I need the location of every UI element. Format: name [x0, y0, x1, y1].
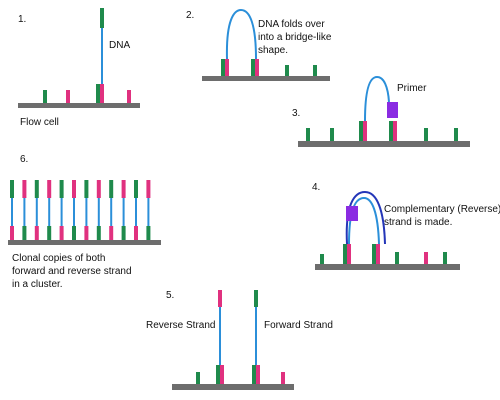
green-adapter — [320, 254, 324, 264]
green-adapter — [216, 365, 220, 384]
pink-adapter — [424, 252, 428, 264]
green-adapter — [389, 121, 393, 141]
pink-adapter — [393, 121, 397, 141]
flow-cell-slide — [315, 264, 460, 270]
strand-base-adapter — [72, 226, 76, 240]
green-adapter — [252, 365, 256, 384]
green-adapter — [424, 128, 428, 141]
green-adapter — [395, 252, 399, 264]
pink-strand-end — [218, 290, 222, 307]
primer-block — [387, 102, 398, 118]
pink-adapter — [225, 59, 229, 76]
flow-cell-slide — [172, 384, 294, 390]
dna-label: DNA — [109, 40, 130, 51]
green-adapter — [43, 90, 47, 103]
step-1: 1. DNA Flow cell — [18, 8, 140, 128]
step-6: 6. Clonal copies of both forward and rev… — [8, 154, 161, 290]
strand-top-cap — [121, 180, 126, 198]
strand-base-adapter — [47, 226, 52, 240]
strand-top-cap — [84, 180, 89, 198]
strand-base-adapter — [134, 226, 138, 240]
strand-base-adapter — [34, 226, 39, 240]
strand-top-cap — [10, 180, 14, 198]
strand-base-adapter — [84, 226, 89, 240]
green-adapter — [285, 65, 289, 76]
green-adapter — [330, 128, 334, 141]
strand-top-cap — [34, 180, 39, 198]
strand-top-cap — [22, 180, 27, 198]
strand-base-adapter — [109, 226, 114, 240]
strand-base-adapter — [10, 226, 14, 240]
step-2-caption-line-3: shape. — [258, 45, 288, 56]
green-strand-end — [100, 8, 104, 28]
flow-cell-slide — [18, 103, 140, 108]
green-strand-end — [254, 290, 258, 307]
strand-base-adapter — [121, 226, 126, 240]
flow-cell-slide — [8, 240, 161, 245]
forward-strand-label: Forward Strand — [264, 320, 333, 331]
step-6-caption-line-1: Clonal copies of both — [12, 253, 105, 264]
step-2-caption-line-1: DNA folds over — [258, 19, 325, 30]
strand-top-cap — [47, 180, 52, 198]
pink-adapter — [281, 372, 285, 384]
green-adapter — [96, 84, 100, 103]
green-adapter — [372, 244, 376, 264]
clonal-cluster — [10, 180, 151, 240]
flow-cell-label: Flow cell — [20, 117, 59, 128]
green-adapter — [251, 59, 255, 76]
green-adapter — [196, 372, 200, 384]
step-4: 4. Complementary (Reverse) strand is mad… — [312, 182, 500, 270]
step-6-caption-line-3: in a cluster. — [12, 279, 63, 290]
flow-cell-slide — [298, 141, 470, 147]
step-2: 2. DNA folds over into a bridge-like sha… — [186, 8, 332, 81]
step-4-caption-line-1: Complementary (Reverse) — [384, 204, 500, 215]
primer-block — [346, 206, 358, 221]
strand-base-adapter — [22, 226, 27, 240]
green-adapter — [306, 128, 310, 141]
pink-adapter — [255, 59, 259, 76]
step-2-caption-line-2: into a bridge-like — [258, 32, 332, 43]
strand-base-adapter — [96, 226, 101, 240]
step-1-number: 1. — [18, 14, 26, 25]
strand-base-adapter — [59, 226, 64, 240]
strand-top-cap — [134, 180, 138, 198]
step-4-number: 4. — [312, 182, 320, 193]
strand-top-cap — [96, 180, 101, 198]
green-adapter — [359, 121, 363, 141]
green-adapter — [343, 244, 347, 264]
strand-top-cap — [72, 180, 76, 198]
step-6-number: 6. — [20, 154, 28, 165]
pink-adapter — [220, 365, 224, 384]
step-2-number: 2. — [186, 10, 194, 21]
dna-bridge — [225, 8, 257, 60]
green-adapter — [313, 65, 317, 76]
strand-top-cap — [109, 180, 114, 198]
pink-adapter — [127, 90, 131, 103]
step-5-number: 5. — [166, 290, 174, 301]
pink-adapter — [363, 121, 367, 141]
pink-adapter — [100, 84, 104, 103]
dna-bridge — [364, 75, 390, 122]
step-4-caption-line-2: strand is made. — [384, 217, 452, 228]
reverse-strand-label: Reverse Strand — [146, 320, 215, 331]
strand-top-cap — [146, 180, 151, 198]
pink-adapter — [66, 90, 70, 103]
strand-top-cap — [59, 180, 64, 198]
flow-cell-slide — [202, 76, 330, 81]
pink-adapter — [256, 365, 260, 384]
step-3-number: 3. — [292, 108, 300, 119]
green-adapter — [443, 252, 447, 264]
pink-adapter — [376, 244, 380, 264]
primer-label: Primer — [397, 83, 427, 94]
green-adapter — [221, 59, 225, 76]
step-3: 3. Primer — [292, 75, 470, 147]
green-adapter — [454, 128, 458, 141]
pink-adapter — [347, 244, 351, 264]
step-6-caption-line-2: forward and reverse strand — [12, 266, 132, 277]
step-5: 5. Reverse Strand Forward Strand — [146, 290, 333, 390]
strand-base-adapter — [146, 226, 151, 240]
